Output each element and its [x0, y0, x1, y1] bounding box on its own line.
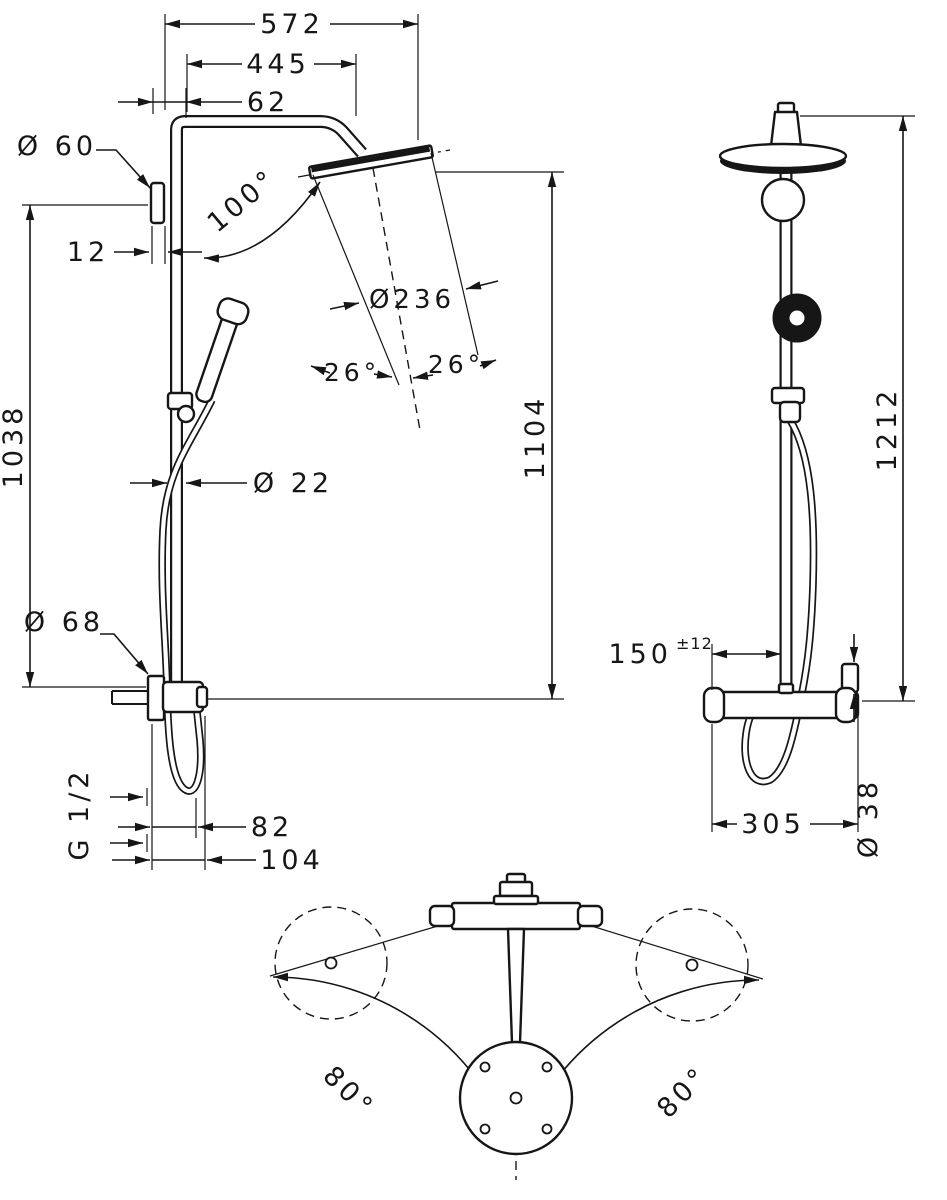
- dim-spray-dia: Ø236: [329, 280, 499, 315]
- top-valve: [428, 872, 604, 931]
- escutcheon-circle: [458, 1040, 574, 1156]
- dim-label-305: 305: [741, 809, 805, 840]
- swivel-position-right: [635, 908, 749, 1022]
- dim-bracket-dia: Ø 60: [17, 131, 151, 189]
- dim-height-head: 1104: [208, 171, 564, 700]
- front-view: 572 445 62 Ø 60 12: [0, 9, 564, 876]
- dim-label-150-tol: ±12: [676, 634, 713, 653]
- dim-overall-width: 572: [164, 9, 419, 140]
- hand-shower-hose: [158, 398, 216, 795]
- hand-shower: [195, 297, 250, 404]
- hand-shower-holder: [166, 391, 196, 424]
- dim-label-572: 572: [260, 9, 324, 40]
- dim-wall-offset: 62: [118, 87, 289, 118]
- dim-spray-angle-right: 26°: [412, 350, 497, 380]
- dim-valve-dia: Ø 68: [24, 607, 149, 675]
- dim-label-82: 82: [251, 812, 293, 843]
- dim-label-150: 150: [608, 639, 672, 670]
- dim-label-104: 104: [260, 845, 324, 876]
- overhead-shower: [308, 144, 434, 180]
- dim-label-12: 12: [67, 237, 109, 268]
- dim-label-26deg-left: 26°: [324, 358, 380, 387]
- dim-label-1212: 1212: [872, 387, 903, 472]
- side-view: 1212 150 ±12 Ø 38 305: [608, 101, 915, 858]
- dim-spray-angle-left: 26°: [310, 358, 393, 387]
- spray-cone: [312, 152, 479, 431]
- dim-valve-width: 305: [711, 700, 859, 840]
- dim-label-1038: 1038: [0, 404, 29, 489]
- dim-label-d60: Ø 60: [17, 131, 97, 162]
- holder-arm: [506, 927, 526, 1045]
- dim-label-d22: Ø 22: [253, 468, 333, 499]
- dim-supply-offset: 150 ±12: [608, 634, 781, 690]
- dim-pipe-dia: Ø 22: [130, 468, 333, 499]
- dim-label-26deg-right: 26°: [428, 350, 484, 379]
- dim-thread: G 1/2: [64, 768, 148, 861]
- dim-label-d68: Ø 68: [24, 607, 104, 638]
- wall-bracket: [149, 181, 166, 225]
- swivel-position-left: [274, 906, 388, 1020]
- dim-bracket-depth: 12: [67, 226, 202, 268]
- dim-offset-hose: 82: [118, 724, 293, 870]
- dim-label-62: 62: [247, 87, 289, 118]
- shower-pipe: [170, 115, 367, 704]
- side-hand-shower: [770, 293, 822, 424]
- dim-label-1104: 1104: [520, 395, 551, 480]
- dim-label-g12: G 1/2: [64, 768, 95, 861]
- dim-label-d236: Ø236: [369, 285, 455, 315]
- dim-head-width: 445: [186, 49, 357, 116]
- dim-label-445: 445: [246, 49, 310, 80]
- supply-stubs: [111, 690, 148, 705]
- dim-offset-valve: 104: [112, 716, 324, 876]
- top-view: 80° 80°: [269, 872, 764, 1180]
- dim-height-bracket: 1038: [0, 204, 148, 688]
- side-overhead-shower: [718, 101, 848, 223]
- dim-height-overall: 1212: [800, 115, 915, 702]
- mixer-valve: [146, 674, 209, 722]
